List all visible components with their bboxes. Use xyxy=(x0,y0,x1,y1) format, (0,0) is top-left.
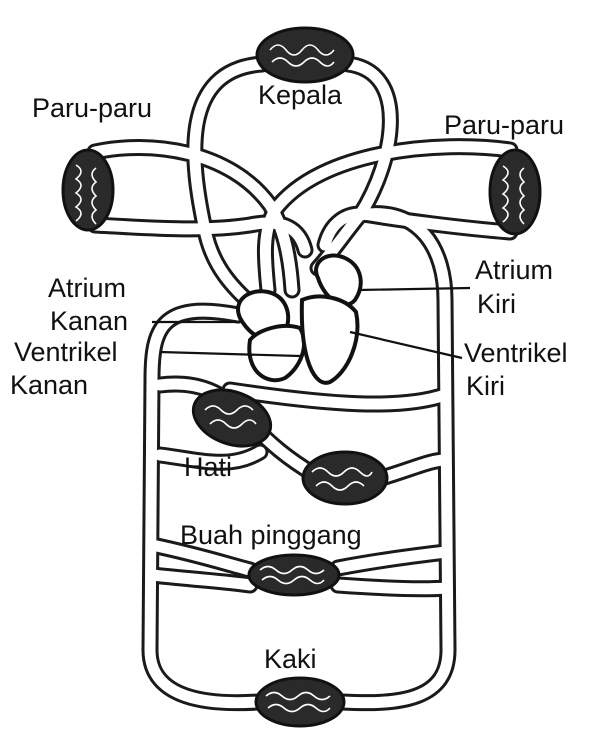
label-kidney: Buah pinggang xyxy=(180,520,362,550)
label-liver: Hati xyxy=(184,452,232,482)
label-right-atrium-line2: Kanan xyxy=(50,306,128,336)
label-right-atrium-line1: Atrium xyxy=(48,273,126,303)
liver-capillary-bed-lower xyxy=(303,452,387,504)
right-lung-capillary-bed xyxy=(490,150,540,234)
left-lung-capillary-bed xyxy=(63,150,113,230)
head-capillary-bed xyxy=(257,28,353,82)
right-ventricle-chamber xyxy=(249,326,304,380)
label-left-atrium-line1: Atrium xyxy=(475,255,553,285)
left-ventricle-chamber xyxy=(302,296,358,382)
label-lung-left: Paru-paru xyxy=(32,93,152,123)
heart xyxy=(238,255,361,382)
label-head: Kepala xyxy=(258,80,343,110)
label-right-ventricle-line1: Ventrikel xyxy=(14,337,118,367)
kidney-capillary-bed xyxy=(249,555,339,595)
label-left-ventricle-line2: Kiri xyxy=(466,371,505,401)
label-right-ventricle-line2: Kanan xyxy=(10,370,88,400)
label-lung-right: Paru-paru xyxy=(444,110,564,140)
legs-capillary-bed xyxy=(256,678,344,726)
label-left-atrium-line2: Kiri xyxy=(477,289,516,319)
label-left-ventricle-line1: Ventrikel xyxy=(464,338,568,368)
label-legs: Kaki xyxy=(264,644,317,674)
